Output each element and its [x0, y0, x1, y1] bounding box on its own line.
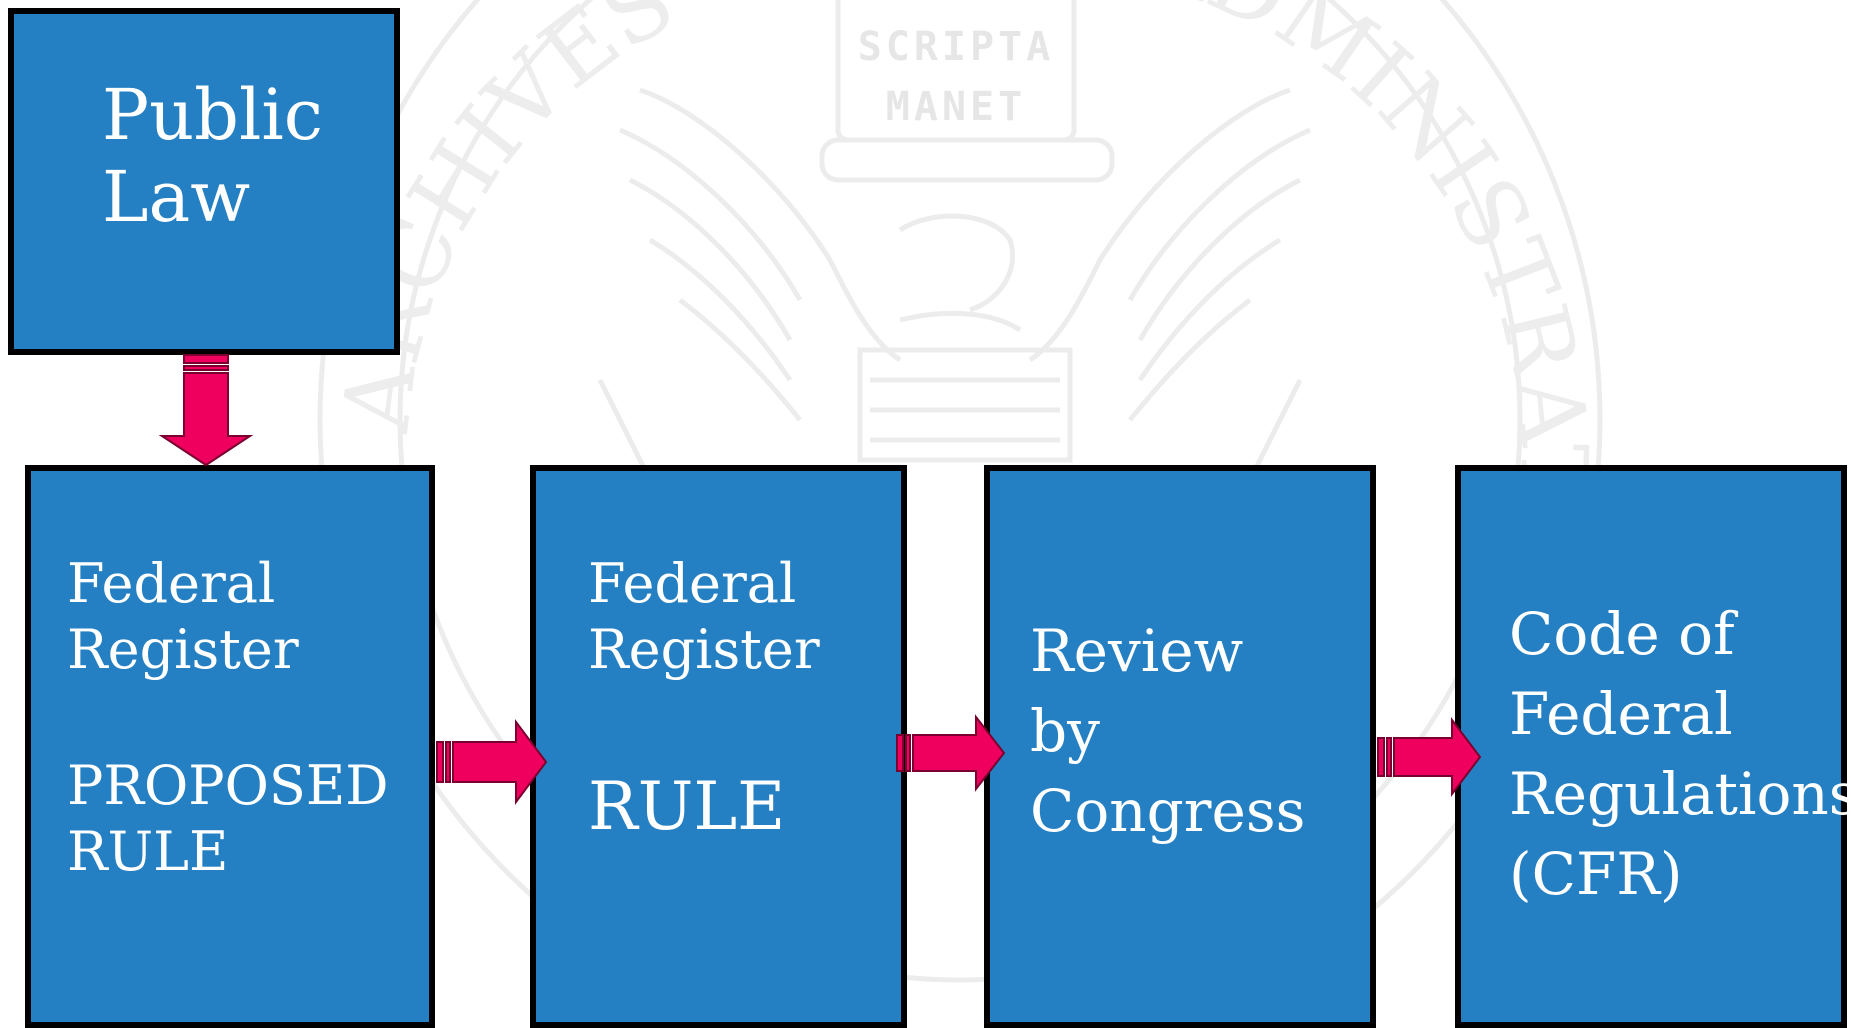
proposed-rule-heading: Federal Register [67, 552, 299, 681]
seal-motto-line1: SCRIPTA [858, 24, 1055, 70]
cfr-label: Code of Federal Regulations (CFR) [1509, 600, 1851, 908]
final-rule-heading: Federal Register [588, 552, 820, 681]
proposed-rule-label: PROPOSED RULE [67, 754, 389, 883]
public-law-box: Public Law [8, 8, 400, 355]
cfr-box: Code of Federal Regulations (CFR) [1455, 465, 1851, 1028]
proposed-rule-box: Federal Register PROPOSED RULE [25, 465, 435, 1028]
final-rule-box: Federal Register RULE [530, 465, 907, 1028]
public-law-label: Public Law [102, 74, 323, 238]
congress-review-label: Review by Congress [1030, 617, 1306, 845]
final-rule-label: RULE [588, 768, 786, 845]
seal-motto-line2: MANET [886, 84, 1026, 130]
congress-review-box: Review by Congress [984, 465, 1376, 1028]
